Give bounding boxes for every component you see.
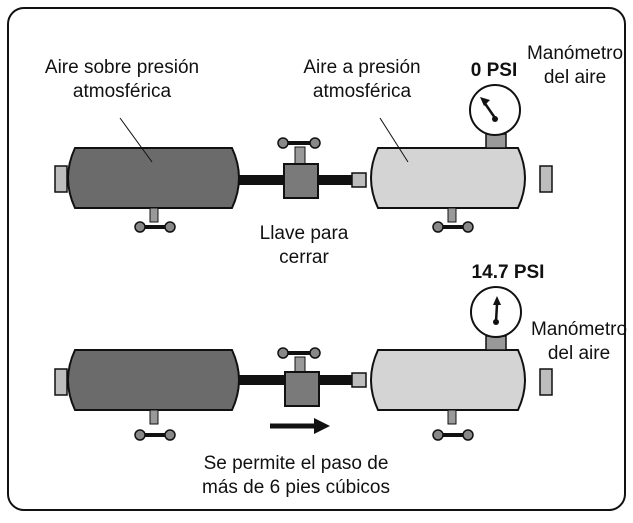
top-gauge-neck [485,133,507,149]
top-left-drain-knob-b [164,221,176,233]
top-left-tank-cap [54,165,68,193]
top-valve-stem [294,146,306,166]
bottom-gauge-reading: 14.7 PSI [471,262,545,283]
top-gauge-needle [482,101,497,119]
bottom-right-tank [370,349,526,411]
top-gauge [469,84,521,136]
valve-label: Llave para cerrar [259,223,349,268]
top-gauge-reading: 0 PSI [470,60,518,81]
top-left-tank [67,147,240,209]
top-left-drain-knob-a [134,221,146,233]
top-valve-body[interactable] [283,163,319,199]
top-gauge-label: Manómetro del aire [526,43,624,88]
top-right-tank-cap [539,165,553,193]
flow-arrow-head [314,418,330,434]
top-left-drain-stem [149,207,159,223]
top-left-tank-label: Aire sobre presión atmosférica [44,57,200,102]
bottom-left-tank [67,349,240,411]
top-right-tank-label: Aire a presión atmosférica [303,57,421,102]
flow-label: Se permite el paso de más de 6 pies cúbi… [202,453,390,498]
top-right-tank [370,147,526,209]
bottom-assembly [54,286,553,441]
bottom-gauge-needle [494,303,499,323]
bottom-valve-body[interactable] [284,371,320,407]
top-assembly [54,84,553,233]
bottom-gauge-label: Manómetro del aire [530,319,628,364]
